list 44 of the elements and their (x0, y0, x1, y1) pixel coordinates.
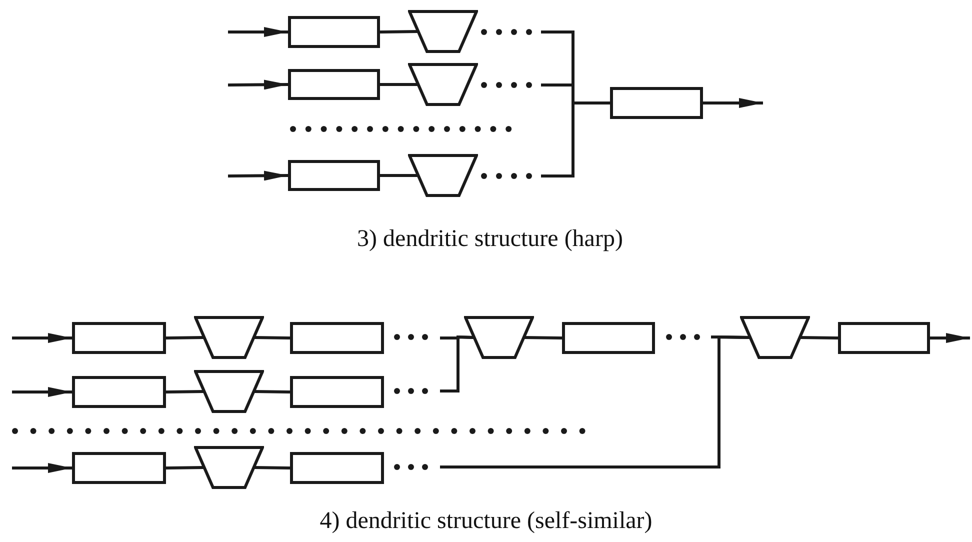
block-box (838, 322, 930, 354)
block-box (290, 452, 384, 484)
connector-line (166, 390, 204, 394)
connector-line (541, 102, 610, 178)
connector-line (166, 466, 204, 470)
trapezoid-block (194, 446, 264, 489)
block-box (288, 160, 380, 191)
block-box (290, 376, 384, 408)
trapezoid-block (194, 316, 264, 359)
arrow (930, 333, 970, 343)
connector-line (380, 174, 418, 177)
connector-line (166, 336, 204, 340)
trapezoid-block (408, 154, 478, 197)
connector-line (440, 335, 750, 468)
connector-line (440, 335, 474, 392)
arrow (703, 98, 763, 108)
arrow (228, 80, 288, 90)
connector-line (524, 336, 562, 340)
trapezoid-block (408, 63, 478, 106)
connector-line (380, 30, 418, 34)
block-box (610, 87, 703, 119)
arrow (228, 170, 288, 181)
block-box (288, 16, 380, 48)
block-box (290, 322, 384, 354)
connector-line (254, 336, 290, 340)
block-box (72, 322, 166, 354)
block-box (72, 452, 166, 484)
trapezoid-block (408, 10, 478, 53)
block-box (562, 322, 655, 354)
arrow (12, 387, 72, 397)
arrow (12, 333, 72, 343)
arrow (228, 27, 288, 37)
connector-line (380, 83, 418, 86)
block-box (72, 376, 166, 408)
block-box (288, 69, 380, 100)
figure-caption: 4) dendritic structure (self-similar) (320, 508, 652, 535)
connector-line (254, 390, 290, 394)
trapezoid-block (740, 316, 810, 359)
figure-caption: 3) dendritic structure (harp) (357, 226, 623, 253)
connector-line (254, 466, 290, 470)
connector-line (800, 336, 838, 340)
trapezoid-block (464, 316, 534, 359)
arrow (12, 463, 72, 473)
trapezoid-block (194, 370, 264, 413)
